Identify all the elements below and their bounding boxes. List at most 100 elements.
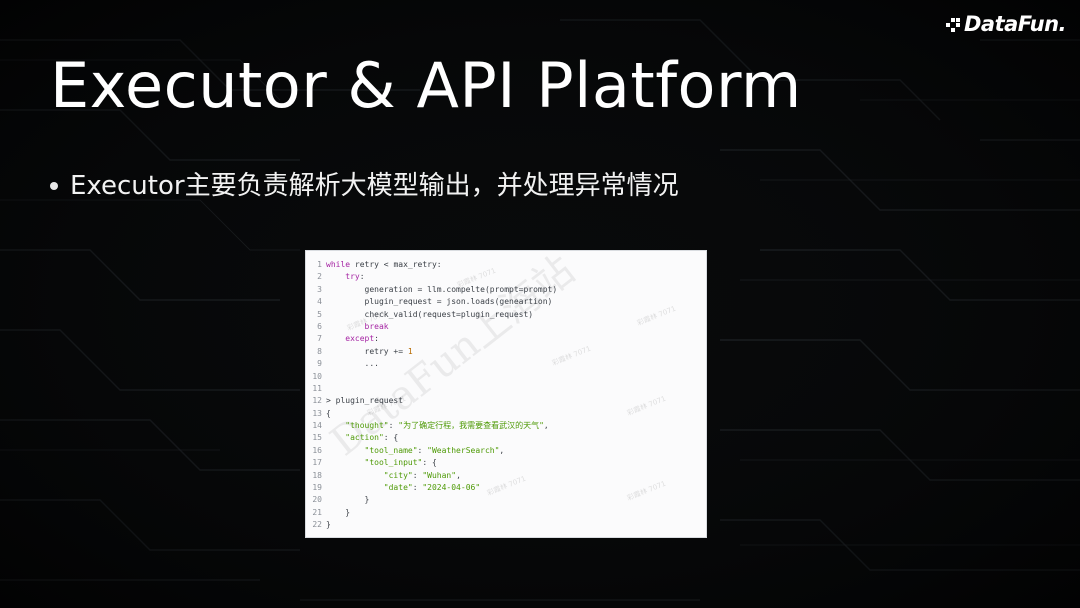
line-number: 19 [312,483,322,493]
code-token: > plugin_request [326,396,404,406]
code-line: 18 "city": "Wuhan", [306,470,706,482]
code-token [326,433,345,442]
code-text: "date": "2024-04-06" [326,482,480,494]
bullet-item: Executor主要负责解析大模型输出，并处理异常情况 [50,168,679,204]
line-number: 4 [317,297,322,307]
code-line: 16 "tool_name": "WeatherSearch", [306,445,706,457]
code-token [326,421,345,430]
code-text: "tool_input": { [326,457,437,469]
code-text: "city": "Wuhan", [326,470,461,482]
code-token [326,334,345,343]
line-number: 9 [317,359,322,369]
code-token [326,483,384,492]
line-number: 8 [317,346,322,356]
code-token: : { [422,458,437,468]
code-token: "thought" [345,421,389,431]
code-token [326,471,384,480]
line-number: 20 [312,495,322,505]
code-token [326,446,365,455]
code-text: } [326,507,350,519]
code-token: while [326,260,351,269]
code-token: : [374,334,379,344]
line-number: 18 [312,470,322,480]
code-line: 19 "date": "2024-04-06" [306,482,706,494]
code-line: 17 "tool_input": { [306,457,706,469]
bullet-dot-icon [50,182,58,190]
code-line: 2 try: [306,271,706,283]
code-token: "action" [345,433,384,443]
line-number: 15 [312,433,322,443]
code-token: : { [383,433,399,443]
code-token: "city" [383,470,413,480]
code-screenshot: DataFun上海站 彩霞林 7071 彩霞林 7071 彩霞林 7071 彩霞… [306,251,706,537]
code-line: 6 break [306,321,706,333]
code-token: except [345,334,375,344]
code-text: check_valid(request=plugin_request) [326,309,534,321]
code-line: 21 } [306,507,706,519]
code-token [326,272,345,281]
code-line: 8 retry += 1 [306,346,706,358]
code-text: } [326,494,370,506]
line-number: 14 [312,421,322,431]
code-token: { [326,408,331,418]
bullet-list: Executor主要负责解析大模型输出，并处理异常情况 [50,168,679,204]
code-text: retry += 1 [326,346,413,358]
code-token: : [412,483,423,493]
line-number: 13 [312,408,322,418]
code-token: } [326,520,331,530]
code-token: "为了确定行程，我需要查看武汉的天气" [398,421,544,431]
code-token: , [499,445,505,455]
code-text: while retry < max_retry: [326,259,442,271]
code-token: , [456,470,461,480]
code-text: ... [326,358,379,370]
code-token: try [345,272,360,282]
code-token: 1 [407,346,413,356]
code-token: check_valid(request=plugin_request) [326,309,534,319]
line-number: 6 [317,321,322,331]
code-line: 4 plugin_request = json.loads(geneartion… [306,296,706,308]
code-line: 3 generation = llm.compelte(prompt=promp… [306,284,706,296]
line-number: 2 [317,272,322,282]
code-token: "2024-04-06" [422,483,481,493]
code-token: } [326,495,370,505]
code-line: 1 while retry < max_retry: [306,259,706,271]
line-number: 16 [312,445,322,455]
code-token: : [417,445,428,455]
code-token: : [412,470,423,480]
logo-dots-icon [945,18,960,32]
code-token: } [326,507,351,517]
code-token: generation = llm.compelte(prompt=prompt) [326,284,558,294]
bullet-text: Executor主要负责解析大模型输出，并处理异常情况 [70,171,679,201]
code-line: 22} [306,519,706,531]
code-token [326,322,365,331]
line-number: 7 [317,334,322,344]
slide-title: Executor & API Platform [50,49,802,122]
code-token: ... [326,359,379,369]
code-token: "date" [383,483,413,493]
code-text: plugin_request = json.loads(geneartion) [326,296,553,308]
line-number: 22 [312,520,322,530]
code-line: 12> plugin_request [306,395,706,407]
code-token: "Wuhan" [422,470,457,480]
logo-text: DataFun. [963,12,1067,36]
code-text: "tool_name": "WeatherSearch", [326,445,505,457]
code-line: 7 except: [306,333,706,345]
code-text: except: [326,333,379,345]
code-line: 11 [306,383,706,395]
line-number: 17 [312,458,322,468]
code-line: 20 } [306,494,706,506]
code-token: plugin_request = json.loads(geneartion) [326,297,553,307]
line-number: 1 [317,260,322,269]
line-number: 21 [312,507,322,517]
code-text: > plugin_request [326,395,403,407]
line-number: 11 [312,383,322,393]
code-line: 5 check_valid(request=plugin_request) [306,309,706,321]
code-line: 13 { [306,408,706,420]
line-number: 3 [317,284,322,294]
code-text: "action": { [326,432,398,444]
code-token: retry < max_retry: [350,260,442,269]
code-token: retry += [326,346,408,356]
code-text: { [326,408,331,420]
code-token: "tool_name" [364,445,418,455]
